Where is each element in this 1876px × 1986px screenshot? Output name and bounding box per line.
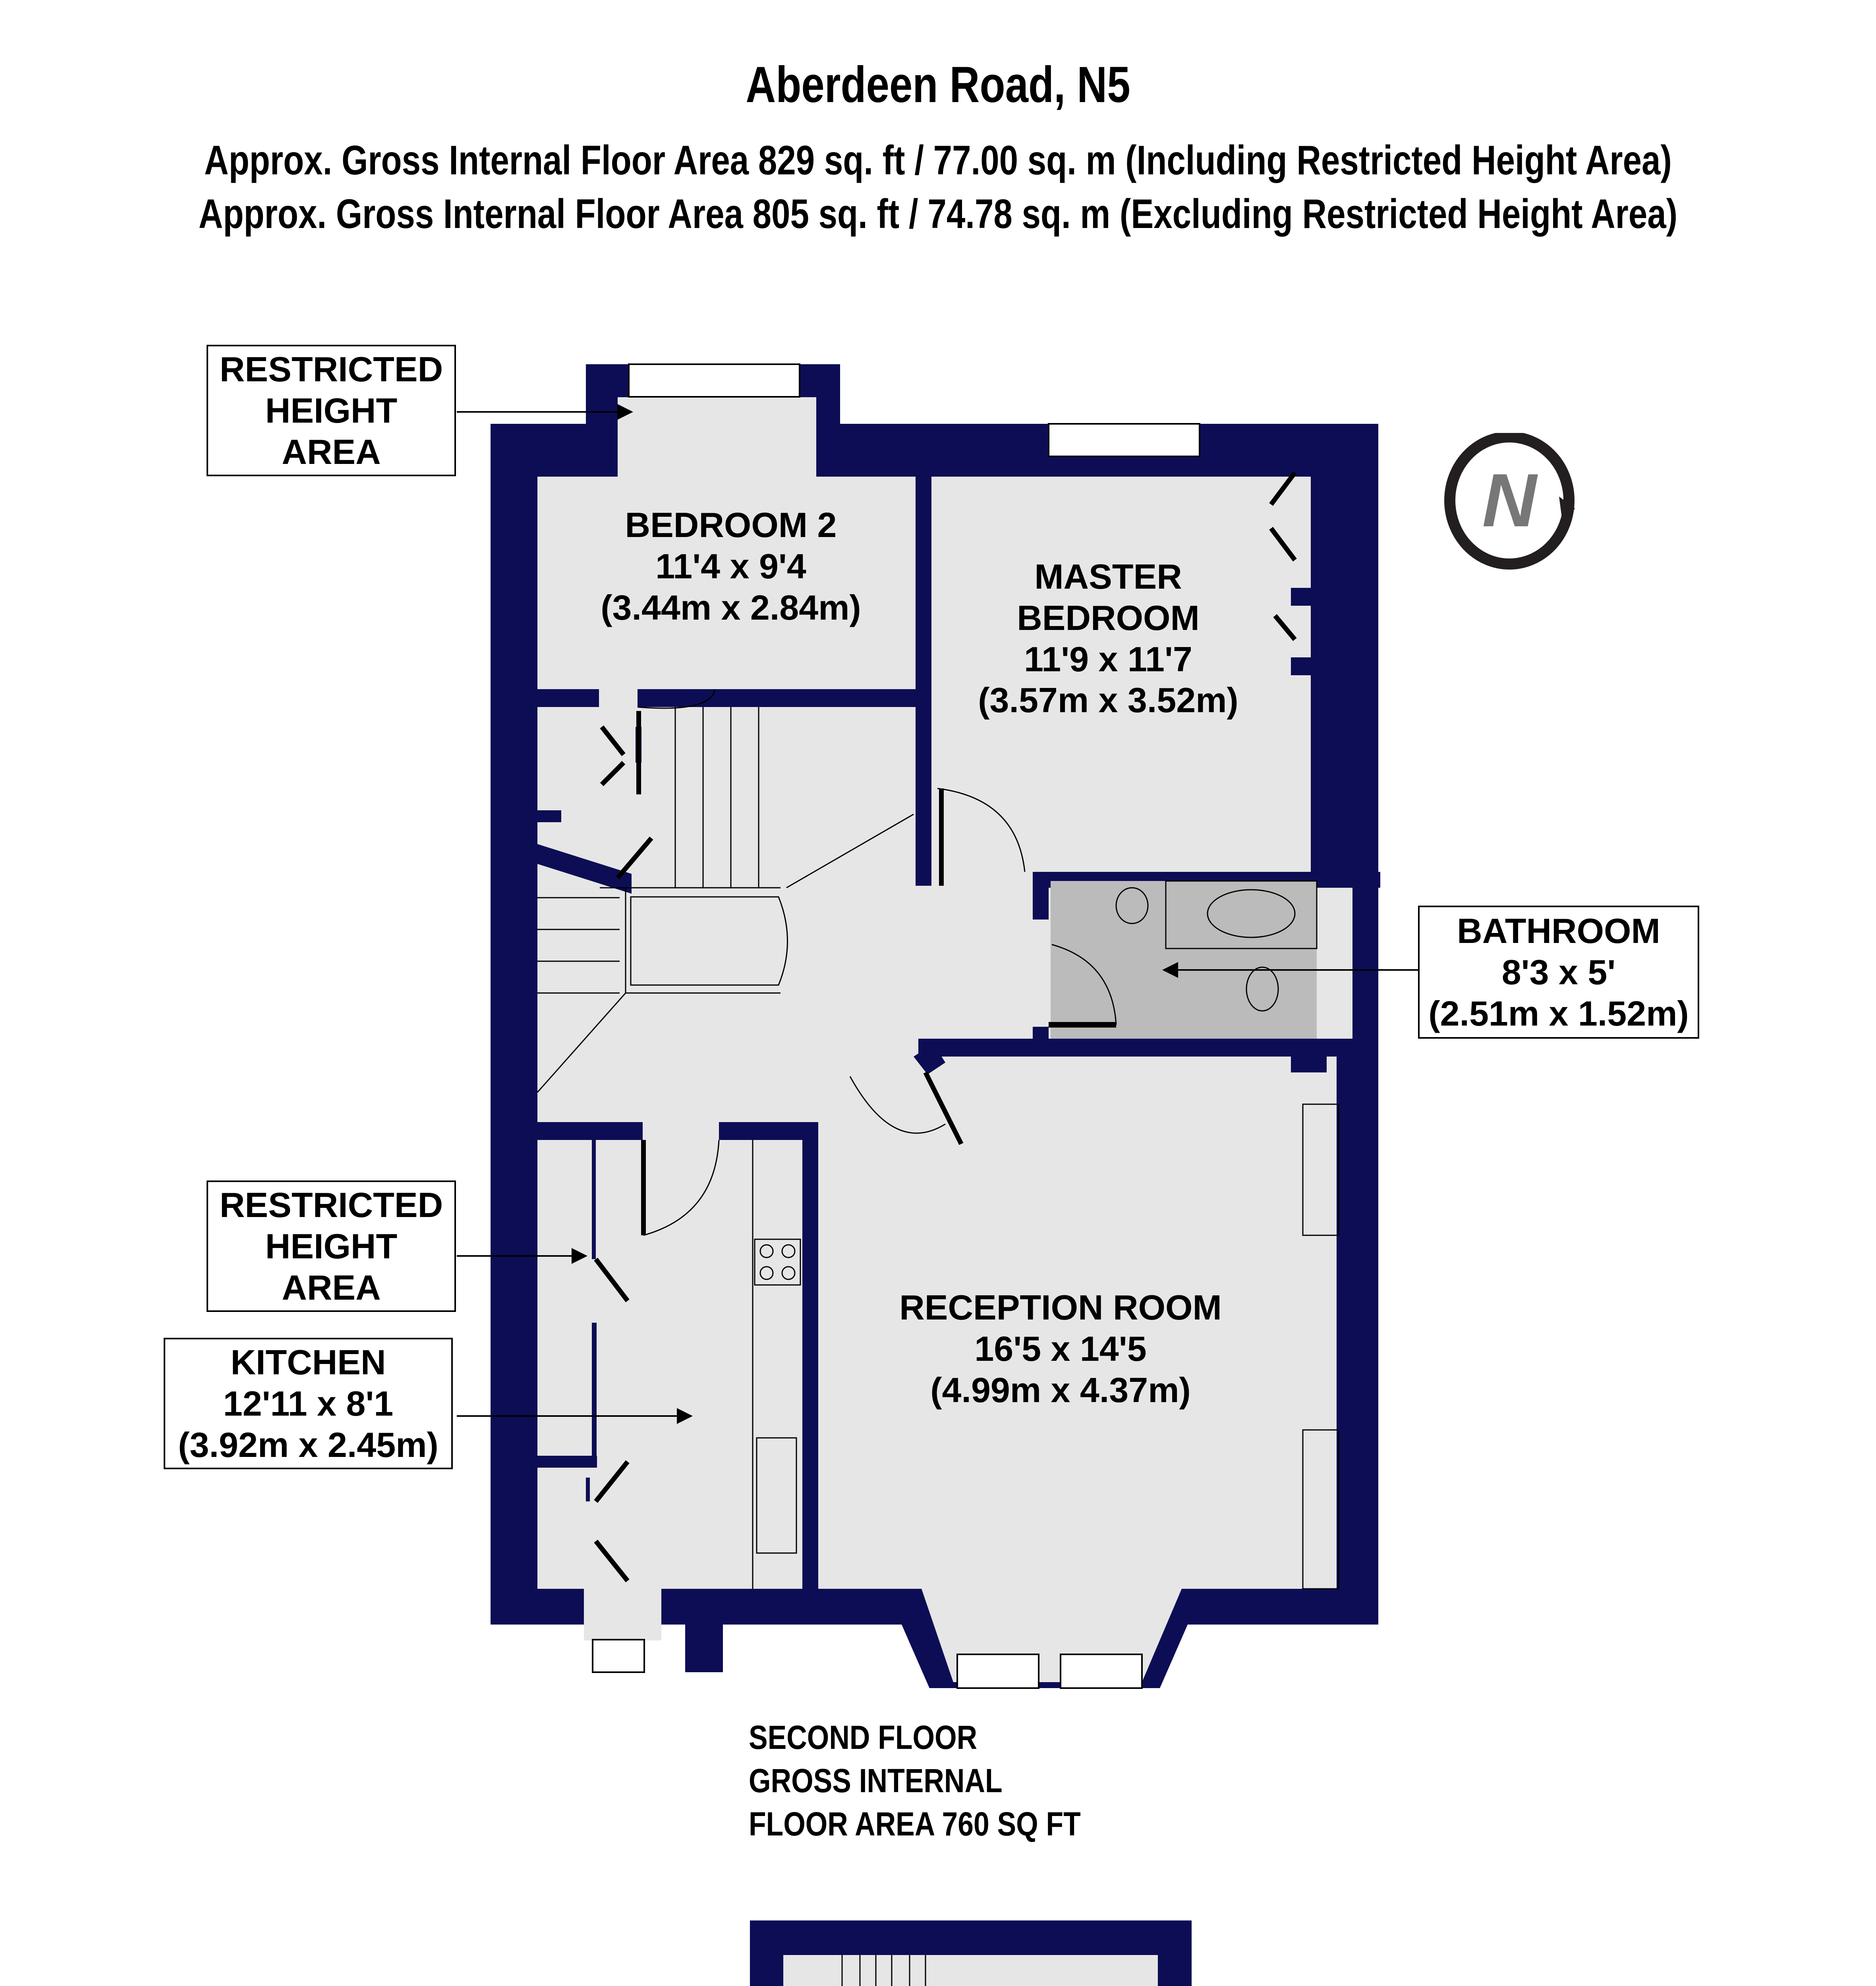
label-line: HEIGHT	[265, 390, 398, 430]
window	[956, 1654, 1039, 1689]
label-line: AREA	[282, 1267, 381, 1307]
room-dimensions-metric: (3.44m x 2.84m)	[601, 587, 861, 627]
room-dimensions-metric: (3.57m x 3.52m)	[978, 680, 1238, 720]
caption-line: FLOOR AREA 760 SQ FT	[749, 1805, 1081, 1843]
room-dimensions-imperial: 11'9 x 11'7	[1024, 639, 1192, 679]
label-line: HEIGHT	[265, 1226, 398, 1266]
room-dimensions-metric: (3.92m x 2.45m)	[178, 1425, 439, 1464]
room-dimensions-metric: (4.99m x 4.37m)	[930, 1370, 1191, 1410]
kitchen-fittings	[752, 1103, 1339, 1590]
window	[592, 1639, 645, 1673]
staircase	[537, 707, 914, 1093]
room-label-master-bedroom: MASTER BEDROOM 11'9 x 11'7 (3.57m x 3.52…	[929, 556, 1287, 721]
room-label-bathroom: BATHROOM 8'3 x 5' (2.51m x 1.52m)	[1418, 906, 1699, 1039]
second-floor-plan	[457, 363, 1418, 1689]
area-excluding-restricted: Approx. Gross Internal Floor Area 805 sq…	[198, 191, 1678, 237]
north-compass-icon: N	[1444, 433, 1575, 570]
label-leaders	[457, 404, 1418, 1424]
first-floor-plan	[750, 1920, 1192, 1986]
room-name: RECEPTION ROOM	[899, 1288, 1222, 1327]
internal-walls	[537, 457, 1380, 1595]
bathroom-fixtures	[1049, 880, 1318, 1028]
window	[1048, 423, 1200, 457]
sink-icon	[756, 1437, 797, 1554]
room-dimensions-imperial: 16'5 x 14'5	[974, 1329, 1147, 1368]
label-line: AREA	[282, 432, 381, 471]
room-dimensions-imperial: 8'3 x 5'	[1501, 952, 1616, 992]
room-label-kitchen: KITCHEN 12'11 x 8'1 (3.92m x 2.45m)	[164, 1338, 453, 1470]
interior-floor	[537, 477, 1352, 1682]
room-name: MASTER	[1034, 557, 1182, 596]
caption-line: GROSS INTERNAL	[749, 1762, 1003, 1800]
restricted-height-label-kitchen: RESTRICTED HEIGHT AREA	[207, 1180, 456, 1312]
first-floor-stairs	[841, 1955, 926, 1986]
room-label-bedroom-2: BEDROOM 2 11'4 x 9'4 (3.44m x 2.84m)	[552, 504, 910, 628]
windows	[592, 363, 1200, 1689]
page-title: Aberdeen Road, N5	[746, 56, 1130, 113]
restricted-height-label-top: RESTRICTED HEIGHT AREA	[207, 345, 456, 477]
room-dimensions-metric: (2.51m x 1.52m)	[1428, 993, 1689, 1033]
svg-text:N: N	[1482, 458, 1538, 543]
room-name: KITCHEN	[230, 1343, 386, 1382]
sink-icon	[1115, 887, 1149, 924]
window	[628, 363, 800, 398]
room-name: BEDROOM 2	[625, 505, 837, 545]
bathtub-icon	[1207, 889, 1296, 938]
second-floor-caption: SECOND FLOOR GROSS INTERNAL FLOOR AREA 7…	[749, 1716, 1081, 1846]
room-dimensions-imperial: 11'4 x 9'4	[655, 546, 806, 586]
area-including-restricted: Approx. Gross Internal Floor Area 829 sq…	[204, 137, 1672, 184]
room-name-line2: BEDROOM	[1017, 598, 1200, 638]
bathroom-floor	[1051, 881, 1317, 1039]
label-line: RESTRICTED	[219, 1185, 443, 1225]
window	[1060, 1654, 1143, 1689]
room-name: BATHROOM	[1457, 911, 1660, 950]
label-line: RESTRICTED	[219, 350, 443, 389]
room-dimensions-imperial: 12'11 x 8'1	[223, 1383, 394, 1423]
toilet-icon	[1246, 966, 1279, 1012]
hob-icon	[754, 1238, 801, 1286]
room-label-reception-room: RECEPTION ROOM 16'5 x 14'5 (4.99m x 4.37…	[842, 1287, 1279, 1410]
doors	[594, 471, 1297, 1582]
caption-line: SECOND FLOOR	[749, 1719, 978, 1756]
